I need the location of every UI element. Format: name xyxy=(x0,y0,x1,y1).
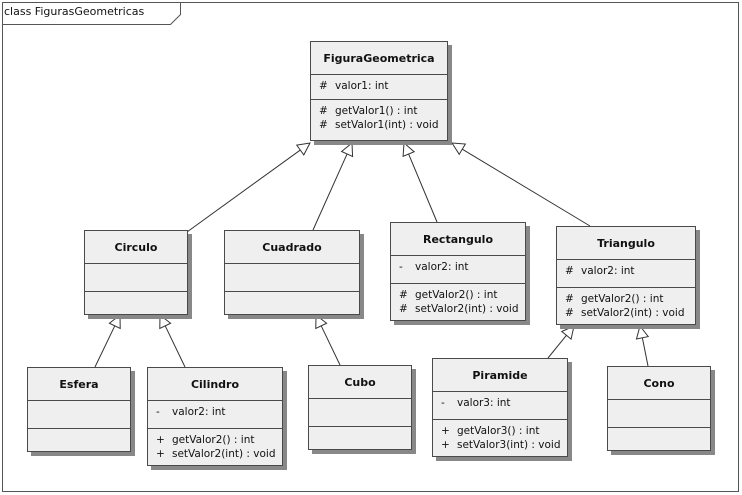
generalization-rectangulo-to-figura xyxy=(402,141,438,223)
generalization-esfera-to-circulo xyxy=(94,313,121,368)
generalization-line xyxy=(320,325,341,366)
generalization-line xyxy=(547,334,567,359)
frame-title: class FigurasGeometricas xyxy=(4,5,145,18)
operations-section: #getValor2() : int #setValor2(int) : voi… xyxy=(557,288,695,324)
generalization-arrowhead xyxy=(159,313,172,330)
generalization-line xyxy=(94,325,116,368)
attribute-row: #valor2: int xyxy=(565,265,635,277)
class-name: Cilindro xyxy=(148,368,282,401)
class-figura-geometrica[interactable]: FiguraGeometrica #valor1: int #getValor1… xyxy=(310,41,448,141)
generalization-cilindro-to-circulo xyxy=(159,313,186,368)
class-name: Cubo xyxy=(309,366,411,399)
attributes-section: #valor2: int xyxy=(557,260,695,288)
class-name: Triangulo xyxy=(557,227,695,260)
class-name: FiguraGeometrica xyxy=(311,42,447,75)
class-esfera[interactable]: Esfera xyxy=(27,367,131,452)
operation-row: #setValor2(int) : void xyxy=(399,303,519,315)
operation-row: #getValor2() : int xyxy=(565,293,664,305)
generalization-arrowhead xyxy=(315,313,328,330)
class-cuadrado[interactable]: Cuadrado xyxy=(224,230,360,315)
attributes-section: -valor2: int xyxy=(391,256,525,284)
class-triangulo[interactable]: Triangulo #valor2: int #getValor2() : in… xyxy=(556,226,696,325)
generalization-arrowhead xyxy=(108,313,121,330)
operations-section xyxy=(225,292,359,300)
attribute-row: -valor3: int xyxy=(441,397,511,409)
generalization-line xyxy=(164,325,186,368)
class-name: Piramide xyxy=(433,359,567,392)
operations-section xyxy=(28,429,130,437)
attributes-section: #valor1: int xyxy=(311,75,447,100)
generalization-triangulo-to-figura xyxy=(451,142,591,227)
attribute-row: #valor1: int xyxy=(319,80,389,92)
class-name: Esfera xyxy=(28,368,130,401)
generalization-cubo-to-cuadrado xyxy=(315,313,341,366)
attributes-section xyxy=(608,400,710,428)
operation-row: #setValor2(int) : void xyxy=(565,307,685,319)
class-cilindro[interactable]: Cilindro -valor2: int +getValor2() : int… xyxy=(147,367,283,466)
operation-row: #getValor2() : int xyxy=(399,289,498,301)
operations-section: #getValor1() : int #setValor1(int) : voi… xyxy=(311,100,447,136)
generalization-line xyxy=(462,148,591,227)
attributes-section: -valor3: int xyxy=(433,392,567,420)
generalization-edges xyxy=(94,141,650,368)
operations-section: +getValor3() : int +setValor3(int) : voi… xyxy=(433,420,567,456)
operations-section: +getValor2() : int +setValor2(int) : voi… xyxy=(148,429,282,465)
attributes-section xyxy=(225,264,359,292)
generalization-piramide-to-triangulo xyxy=(547,325,575,359)
operations-section: #getValor2() : int #setValor2(int) : voi… xyxy=(391,284,525,320)
class-name: Rectangulo xyxy=(391,223,525,256)
operations-section xyxy=(608,428,710,436)
attributes-section xyxy=(28,401,130,429)
class-rectangulo[interactable]: Rectangulo -valor2: int #getValor2() : i… xyxy=(390,222,526,321)
generalization-arrowhead xyxy=(451,142,467,156)
generalization-arrowhead xyxy=(295,142,311,156)
operation-row: +getValor3() : int xyxy=(441,425,540,437)
attributes-section xyxy=(309,399,411,427)
attributes-section: -valor2: int xyxy=(148,401,282,429)
generalization-line xyxy=(312,153,348,231)
class-name: Cuadrado xyxy=(225,231,359,264)
attribute-row: -valor2: int xyxy=(156,406,226,418)
generalization-cuadrado-to-figura xyxy=(312,141,354,231)
class-name: Cono xyxy=(608,367,710,400)
generalization-arrowhead xyxy=(402,141,416,158)
generalization-arrowhead xyxy=(560,325,575,340)
attribute-row: -valor2: int xyxy=(399,261,469,273)
operations-section xyxy=(309,427,411,435)
class-circulo[interactable]: Circulo xyxy=(84,230,188,315)
generalization-circulo-to-figura xyxy=(186,142,311,233)
generalization-arrowhead xyxy=(340,141,354,158)
class-cubo[interactable]: Cubo xyxy=(308,365,412,450)
attributes-section xyxy=(85,264,187,292)
generalization-cono-to-triangulo xyxy=(635,324,650,367)
generalization-arrowhead xyxy=(635,324,650,340)
generalization-line xyxy=(641,337,649,367)
class-cono[interactable]: Cono xyxy=(607,366,711,451)
generalization-line xyxy=(408,153,438,223)
generalization-line xyxy=(186,149,301,233)
class-piramide[interactable]: Piramide -valor3: int +getValor3() : int… xyxy=(432,358,568,457)
operation-row: #getValor1() : int xyxy=(319,105,418,117)
operation-row: +setValor2(int) : void xyxy=(156,448,276,460)
operation-row: #setValor1(int) : void xyxy=(319,119,439,131)
operation-row: +setValor3(int) : void xyxy=(441,439,561,451)
operation-row: +getValor2() : int xyxy=(156,434,255,446)
class-name: Circulo xyxy=(85,231,187,264)
operations-section xyxy=(85,292,187,300)
